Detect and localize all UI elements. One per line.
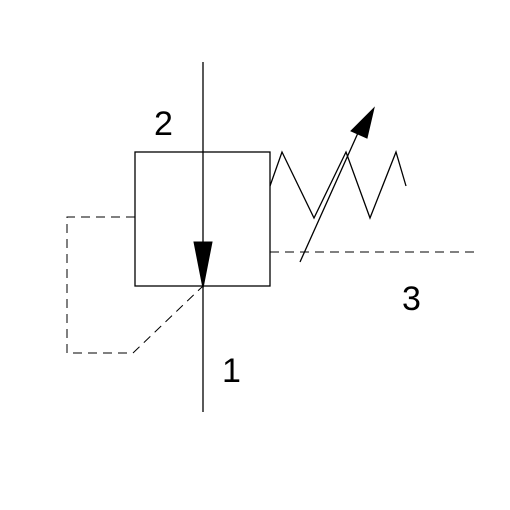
adjustment-arrow-icon xyxy=(350,106,375,139)
port-1-label: 1 xyxy=(222,352,241,390)
flow-arrow-icon xyxy=(193,241,213,289)
port-2-label: 2 xyxy=(154,105,173,143)
port-3-label: 3 xyxy=(402,280,421,318)
pilot-line-left xyxy=(66,216,204,354)
adjustment-arrow-shaft xyxy=(299,123,363,263)
spring-icon xyxy=(269,149,407,220)
